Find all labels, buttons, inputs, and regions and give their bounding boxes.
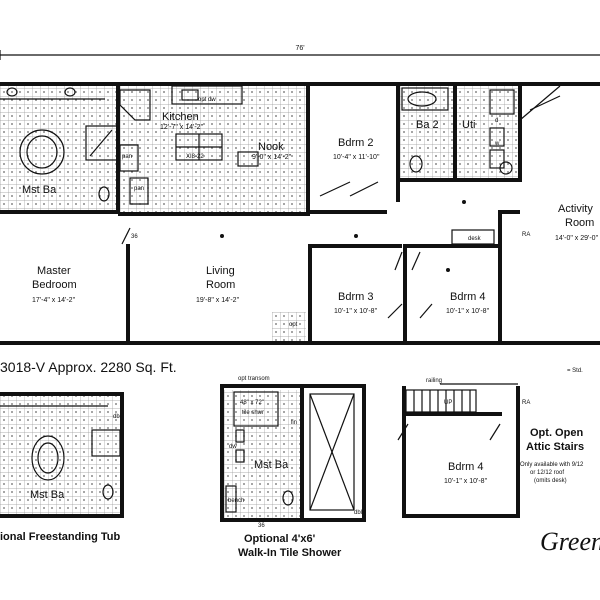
legend-std: = Std. <box>567 368 583 374</box>
activity-name-2: Room <box>565 217 594 229</box>
shower-36-label: 36 <box>258 523 265 529</box>
desk-label: desk <box>468 236 482 242</box>
washer-label: w <box>494 141 500 147</box>
opt-dw-label: opt dw <box>198 97 216 103</box>
attic-up-label: UP <box>444 400 452 406</box>
master-name-1: Master <box>37 265 71 277</box>
living-name-1: Living <box>206 265 235 277</box>
ba2-name: Ba 2 <box>416 119 439 131</box>
tub-dbl-label: dbl <box>113 414 121 420</box>
nook-name: Nook <box>258 141 284 153</box>
island-label: XI8-22 <box>186 154 204 160</box>
ra-label: RA <box>522 232 530 238</box>
shower-title-1: Optional 4'x6' <box>244 533 316 545</box>
activity-name-1: Activity <box>558 203 593 215</box>
pantry-label-2: pan <box>134 186 144 192</box>
kitchen-tile <box>120 86 308 214</box>
pantry-label-1: pan <box>122 154 132 160</box>
mstba-name: Mst Ba <box>22 184 57 196</box>
shower-dbl-label: dbl <box>354 510 362 516</box>
kitchen-name: Kitchen <box>162 111 199 123</box>
attic-note-3: (omits desk) <box>534 478 567 484</box>
shower-lin-label: lin <box>291 420 297 426</box>
shower-bench-label: bench <box>228 498 244 504</box>
shower-size-label: 48" x 72" <box>240 400 264 406</box>
living-name-2: Room <box>206 279 235 291</box>
master-dim: 17'-4" x 14'-2" <box>32 297 76 304</box>
option-attic-stairs: railing UP RA Bdrm 4 10'-1" x 10'-8" Opt… <box>397 378 584 518</box>
kitchen-dim: 12'-7" x 14'-2" <box>160 124 204 131</box>
model-line: 3018-V Approx. 2280 Sq. Ft. <box>0 359 177 375</box>
bdrm3-name: Bdrm 3 <box>338 291 373 303</box>
nook-dim: 9'-0" x 14'-2" <box>252 154 292 161</box>
attic-railing-label: railing <box>426 378 442 384</box>
option-walk-in-shower: opt transom 48" x 72" tile shwr Mst Ba l… <box>220 376 366 559</box>
attic-note-1: Only available with 9/12 <box>520 462 584 468</box>
attic-ra-label: RA <box>522 400 530 406</box>
dim-36-label: 36 <box>131 234 138 240</box>
shower-transom-label: opt transom <box>238 376 270 382</box>
attic-title-1: Opt. Open <box>530 427 583 439</box>
attic-note-2: or 12/12 roof <box>530 470 564 476</box>
shower-title-2: Walk-In Tile Shower <box>238 547 342 559</box>
opt-label: opt <box>289 322 298 328</box>
bdrm4-name: Bdrm 4 <box>450 291 485 303</box>
uti-name: Uti <box>462 119 475 131</box>
dryer-label: d <box>495 118 498 124</box>
bdrm3-dim: 10'-1" x 10'-8" <box>334 308 378 315</box>
living-dim: 19'-8" x 14'-2" <box>196 297 240 304</box>
entry-tile <box>272 312 306 342</box>
mstba-tile <box>0 86 118 210</box>
attic-bdrm4-dim: 10'-1" x 10'-8" <box>444 478 488 485</box>
main-plan-labels: Kitchen 12'-7" x 14'-2" opt dw XI8-22 No… <box>22 97 599 328</box>
main-plan <box>0 82 600 345</box>
overall-dimension: 76' <box>0 45 600 60</box>
shower-tile-label: tile shwr <box>242 410 264 416</box>
brand-logo-text: Green <box>540 527 600 556</box>
activity-dim: 14'-0" x 29'-0" <box>555 235 599 242</box>
bath2-tile <box>400 86 520 180</box>
bdrm2-dim: 10'-4" x 11'-10" <box>333 154 380 161</box>
bdrm2-name: Bdrm 2 <box>338 137 373 149</box>
tub-title: ional Freestanding Tub <box>0 531 120 543</box>
tub-room-label: Mst Ba <box>30 489 65 501</box>
master-name-2: Bedroom <box>32 279 77 291</box>
shower-room-label: Mst Ba <box>254 459 289 471</box>
shower-dw-label: dw <box>229 444 237 450</box>
overall-width-label: 76' <box>295 45 304 52</box>
bdrm4-dim: 10'-1" x 10'-8" <box>446 308 490 315</box>
attic-title-2: Attic Stairs <box>526 441 584 453</box>
option-freestanding-tub: Mst Ba dbl ional Freestanding Tub <box>0 392 124 543</box>
attic-bdrm4-name: Bdrm 4 <box>448 461 483 473</box>
